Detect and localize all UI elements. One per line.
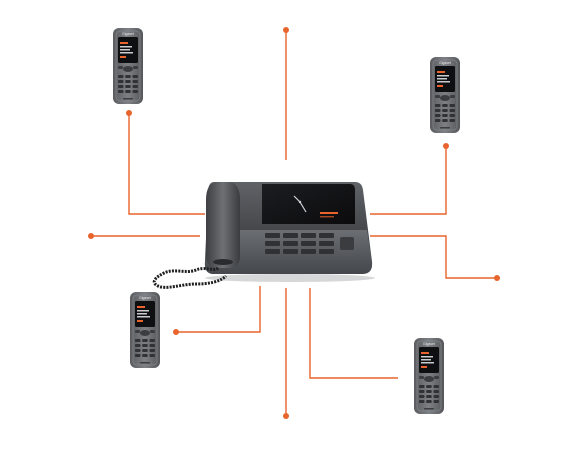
connector-dot-icon — [88, 233, 94, 239]
base-keypad — [265, 233, 354, 254]
handset-top-right: Gigaset — [429, 56, 461, 134]
connector-dot-icon — [126, 110, 132, 116]
connector-lines — [91, 30, 497, 416]
connector-bottom-right-handset — [309, 288, 398, 379]
connector-top-right-handset — [370, 146, 447, 215]
desk-phone — [152, 182, 375, 289]
base-display — [262, 184, 355, 224]
connector-dot-icon — [443, 143, 449, 149]
handset-logo: Gigaset — [139, 296, 151, 300]
connector-bottom-left-handset — [176, 286, 261, 333]
connector-top-left-handset — [128, 113, 205, 215]
connector-dot-icon — [494, 275, 500, 281]
connector-right — [370, 235, 497, 279]
connector-dot-icon — [173, 329, 179, 335]
handset-logo: Gigaset — [122, 32, 134, 36]
connector-dot-icon — [283, 27, 289, 33]
connector-dot-icon — [283, 413, 289, 419]
coiled-cord — [152, 266, 228, 289]
handset-bottom-left: Gigaset — [129, 291, 161, 369]
handset-logo: Gigaset — [423, 342, 435, 346]
handset-top-left: Gigaset — [112, 27, 144, 105]
handset-bottom-right: Gigaset — [413, 337, 445, 415]
handset-logo: Gigaset — [439, 61, 451, 65]
base-receiver — [206, 182, 240, 268]
